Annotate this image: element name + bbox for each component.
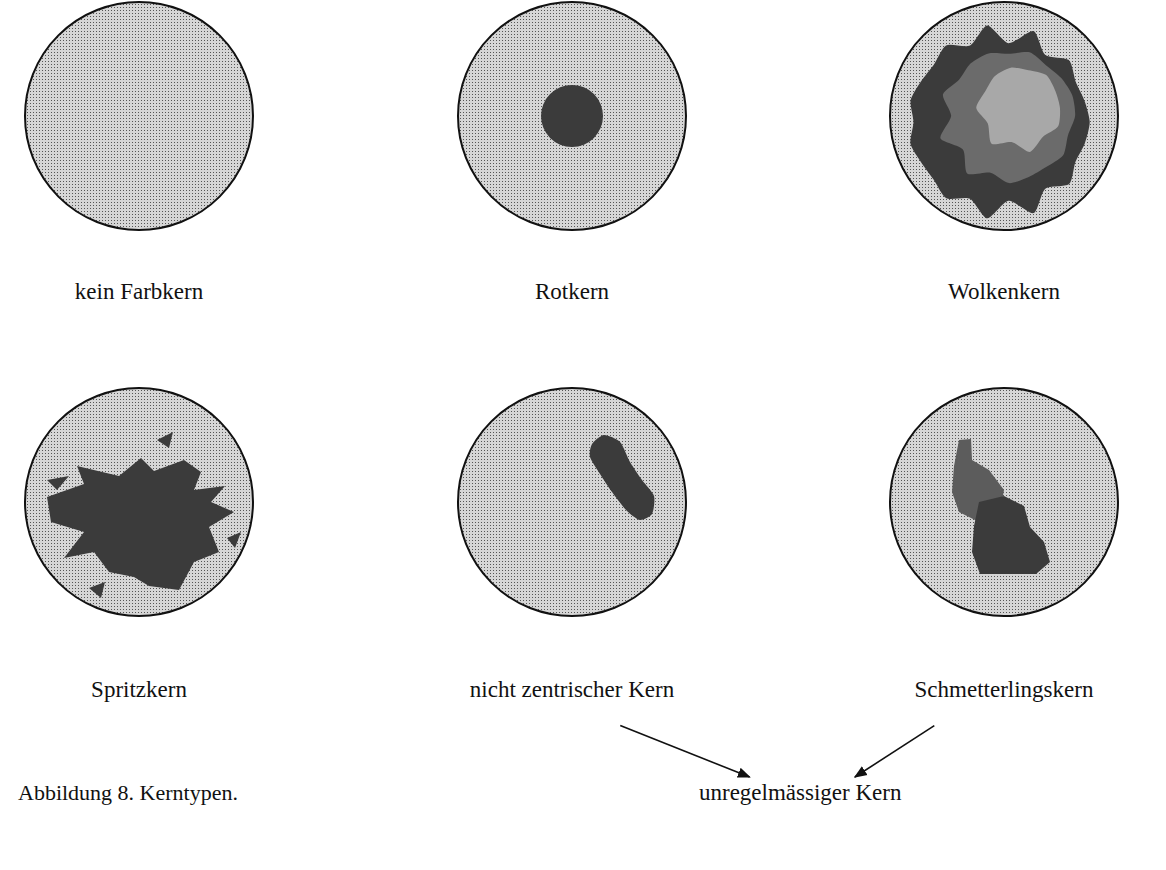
heartwood-core: [47, 476, 69, 490]
core-type-name: nicht zentrischer Kern: [438, 676, 706, 704]
cross-section-outline: [25, 2, 253, 230]
group-label: unregelmässiger Kern: [699, 779, 901, 807]
core-type-name: Schmetterlingskern: [870, 676, 1138, 704]
heartwood-core: [940, 52, 1075, 183]
heartwood-core: [910, 25, 1089, 218]
heartwood-core: [590, 435, 655, 520]
core-type-disc: Schmetterlingskern: [870, 384, 1138, 726]
heartwood-core: [47, 458, 234, 590]
cross-section-outline: [890, 388, 1118, 616]
cross-section-outline: [25, 388, 253, 616]
core-type-disc: nicht zentrischer Kern: [438, 384, 706, 726]
core-type-disc: kein Farbkern: [5, 0, 273, 328]
stem-cross-section: [874, 384, 1134, 620]
heartwood-core: [227, 532, 241, 548]
stem-cross-section: [874, 0, 1134, 234]
heartwood-core: [157, 432, 173, 448]
pointer-arrow: [620, 726, 749, 777]
cross-section-outline: [890, 2, 1118, 230]
core-type-name: kein Farbkern: [5, 278, 273, 306]
stem-cross-section: [9, 0, 269, 234]
pointer-arrow: [855, 726, 934, 777]
core-type-name: Spritzkern: [5, 676, 273, 704]
heartwood-core: [976, 68, 1060, 152]
core-type-disc: Spritzkern: [5, 384, 273, 726]
heartwood-core: [972, 496, 1050, 574]
group-name: unregelmässiger Kern: [699, 779, 901, 807]
heartwood-core: [89, 582, 105, 598]
core-type-name: Rotkern: [438, 278, 706, 306]
stem-cross-section: [442, 384, 702, 620]
stem-cross-section: [442, 0, 702, 234]
core-type-name: Wolkenkern: [870, 278, 1138, 306]
cross-section-outline: [458, 2, 686, 230]
stem-cross-section: [9, 384, 269, 620]
core-type-disc: Wolkenkern: [870, 0, 1138, 328]
figure-caption: Abbildung 8. Kerntypen.: [18, 780, 238, 806]
cross-section-outline: [458, 388, 686, 616]
core-type-disc: Rotkern: [438, 0, 706, 328]
heartwood-core: [541, 85, 603, 147]
